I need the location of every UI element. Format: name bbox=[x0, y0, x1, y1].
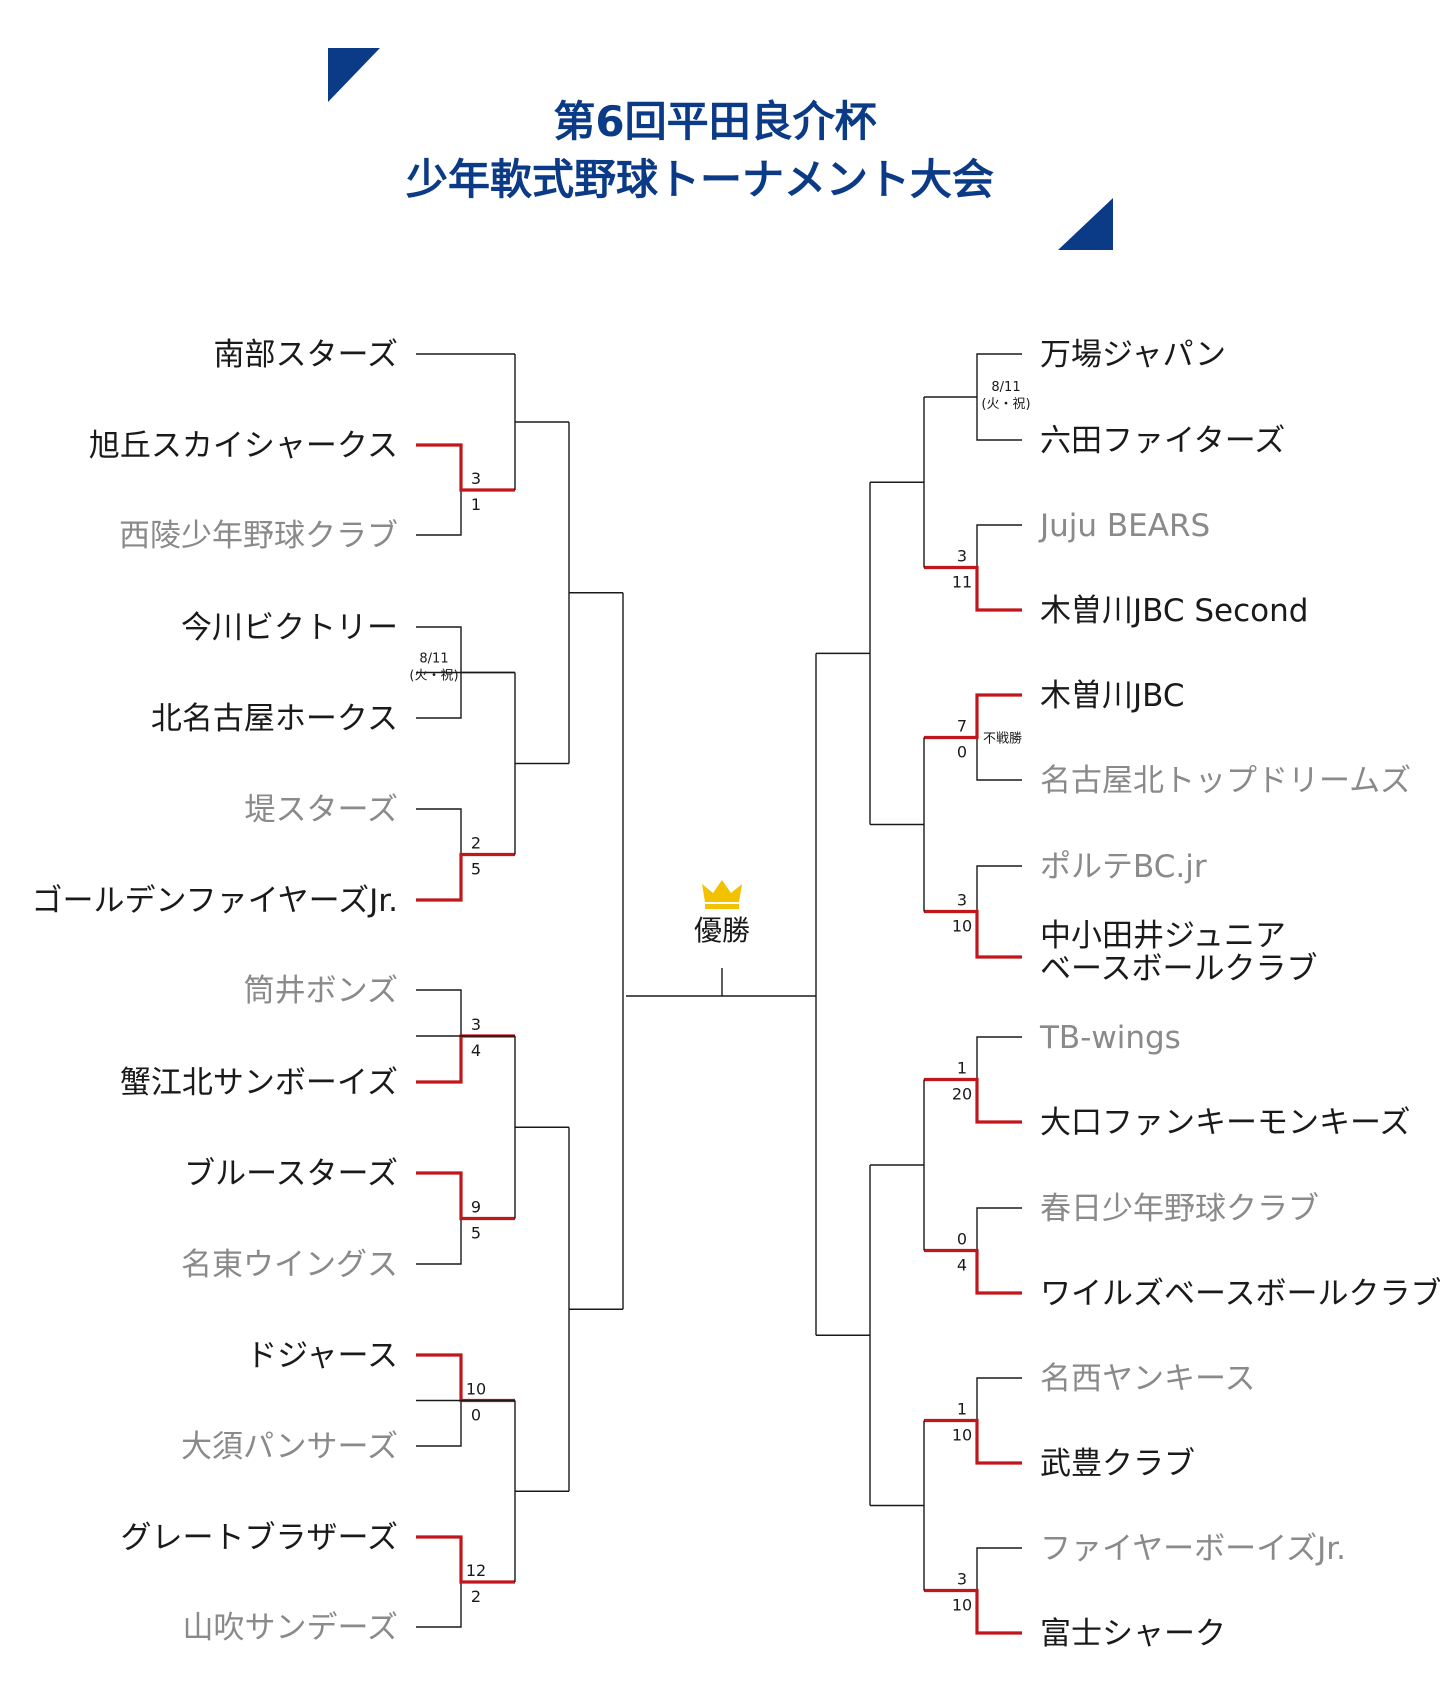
left-score-top: 2 bbox=[471, 834, 481, 853]
crown-icon bbox=[702, 880, 742, 909]
left-team-2: 旭丘スカイシャークス bbox=[89, 428, 398, 464]
right-score-bottom: 10 bbox=[952, 917, 972, 936]
left-team-8: 筒井ボンズ bbox=[244, 973, 398, 1009]
right-team-5: 木曽川JBC bbox=[1040, 678, 1185, 714]
right-match-day: (火・祝) bbox=[981, 397, 1030, 412]
left-r1-bracket bbox=[416, 1172, 462, 1265]
left-score-bottom: 0 bbox=[471, 1406, 481, 1425]
right-team-11: 春日少年野球クラブ bbox=[1040, 1191, 1319, 1227]
left-score-top: 9 bbox=[471, 1198, 481, 1217]
left-team-6: 堤スターズ bbox=[245, 792, 398, 828]
left-team-13: 大須パンサーズ bbox=[181, 1429, 398, 1465]
left-r1-winner-line bbox=[416, 852, 515, 902]
left-score-top: 3 bbox=[471, 469, 481, 488]
left-score-bottom: 1 bbox=[471, 495, 481, 514]
right-score-bottom: 4 bbox=[957, 1256, 967, 1275]
left-bracket: 南部スターズ旭丘スカイシャークス西陵少年野球クラブ今川ビクトリー北名古屋ホークス… bbox=[32, 337, 624, 1646]
right-match-date: 8/11 bbox=[991, 380, 1020, 395]
right-r1-winner-line bbox=[924, 565, 1022, 612]
right-r1-bracket bbox=[976, 1377, 1022, 1464]
right-r1-bracket bbox=[976, 1036, 1022, 1123]
left-match-date: 8/11 bbox=[419, 652, 448, 667]
right-r1-bracket bbox=[976, 524, 1022, 611]
champion-label: 優勝 bbox=[694, 914, 750, 947]
right-team-6: 名古屋北トップドリームズ bbox=[1040, 763, 1411, 799]
right-team-2: 六田ファイターズ bbox=[1040, 423, 1285, 459]
right-team-8-line-1: 中小田井ジュニア bbox=[1040, 918, 1286, 954]
left-team-15: 山吹サンデーズ bbox=[183, 1610, 398, 1646]
left-r1-winner-line bbox=[416, 1034, 515, 1084]
right-r1-winner-line bbox=[924, 693, 1022, 740]
right-walkover-note: 不戦勝 bbox=[983, 732, 1022, 747]
right-r1-bracket bbox=[976, 1547, 1022, 1634]
left-team-4: 今川ビクトリー bbox=[181, 610, 398, 646]
left-match-day: (火・祝) bbox=[409, 669, 458, 684]
right-score-bottom: 0 bbox=[957, 743, 967, 762]
right-team-1: 万場ジャパン bbox=[1040, 337, 1226, 373]
left-team-11: 名東ウイングス bbox=[181, 1247, 398, 1283]
left-score-bottom: 5 bbox=[471, 1224, 481, 1243]
title-line-2: 少年軟式野球トーナメント大会 bbox=[406, 155, 994, 204]
left-score-bottom: 4 bbox=[471, 1041, 481, 1060]
right-team-3: Juju BEARS bbox=[1038, 508, 1210, 544]
right-score-top: 1 bbox=[957, 1059, 967, 1078]
left-team-14: グレートブラザーズ bbox=[121, 1520, 398, 1556]
right-score-bottom: 10 bbox=[952, 1596, 972, 1615]
right-team-16: 富士シャーク bbox=[1040, 1616, 1226, 1652]
right-team-15: ファイヤーボーイズJr. bbox=[1040, 1531, 1346, 1567]
left-r1-winner-line bbox=[416, 443, 515, 492]
left-score-bottom: 2 bbox=[471, 1587, 481, 1606]
right-r1-winner-line bbox=[924, 1248, 1022, 1295]
left-score-top: 10 bbox=[466, 1380, 486, 1399]
right-score-top: 3 bbox=[957, 891, 967, 910]
right-r1-winner-line bbox=[924, 1077, 1022, 1124]
left-team-7: ゴールデンファイヤーズJr. bbox=[32, 883, 399, 919]
left-team-1: 南部スターズ bbox=[214, 337, 398, 373]
left-score-bottom: 5 bbox=[471, 860, 481, 879]
right-team-13: 名西ヤンキース bbox=[1040, 1361, 1255, 1397]
right-team-8-line-2: ベースボールクラブ bbox=[1040, 951, 1317, 987]
right-score-bottom: 10 bbox=[952, 1426, 972, 1445]
right-team-4: 木曽川JBC Second bbox=[1040, 593, 1308, 629]
corner-triangle-top-left bbox=[328, 48, 380, 102]
left-r1-bracket bbox=[416, 1536, 462, 1628]
left-r1-bracket bbox=[416, 444, 462, 536]
right-score-top: 7 bbox=[957, 717, 967, 736]
right-r1-winner-line bbox=[924, 1588, 1022, 1635]
left-team-3: 西陵少年野球クラブ bbox=[119, 518, 398, 554]
corner-triangle-bottom-right bbox=[1058, 198, 1113, 250]
right-team-7: ポルテBC.jr bbox=[1040, 849, 1207, 885]
right-r1-winner-line bbox=[924, 1418, 1022, 1465]
left-team-10: ブルースターズ bbox=[184, 1156, 398, 1192]
right-score-top: 1 bbox=[957, 1400, 967, 1419]
right-team-9: TB-wings bbox=[1039, 1020, 1181, 1056]
left-score-top: 3 bbox=[471, 1015, 481, 1034]
left-r1-bracket bbox=[416, 808, 462, 901]
left-score-top: 12 bbox=[466, 1561, 486, 1580]
left-team-9: 蟹江北サンボーイズ bbox=[120, 1065, 398, 1101]
title-line-1: 第6回平田良介杯 bbox=[553, 97, 876, 146]
right-score-bottom: 20 bbox=[952, 1085, 972, 1104]
left-team-5: 北名古屋ホークス bbox=[151, 701, 398, 737]
right-team-14: 武豊クラブ bbox=[1040, 1446, 1195, 1482]
left-r1-winner-line bbox=[416, 1535, 515, 1584]
left-team-12: ドジャース bbox=[246, 1338, 398, 1374]
right-r1-winner-line bbox=[924, 909, 1022, 959]
right-score-top: 0 bbox=[957, 1230, 967, 1249]
left-r1-winner-line bbox=[416, 1171, 515, 1221]
right-score-top: 3 bbox=[957, 1570, 967, 1589]
right-r1-bracket bbox=[976, 865, 1022, 958]
right-r1-bracket bbox=[976, 1207, 1022, 1294]
right-team-12: ワイルズベースボールクラブ bbox=[1040, 1276, 1440, 1312]
right-team-10: 大口ファンキーモンキーズ bbox=[1040, 1105, 1410, 1141]
right-score-bottom: 11 bbox=[952, 573, 972, 592]
right-score-top: 3 bbox=[957, 547, 967, 566]
